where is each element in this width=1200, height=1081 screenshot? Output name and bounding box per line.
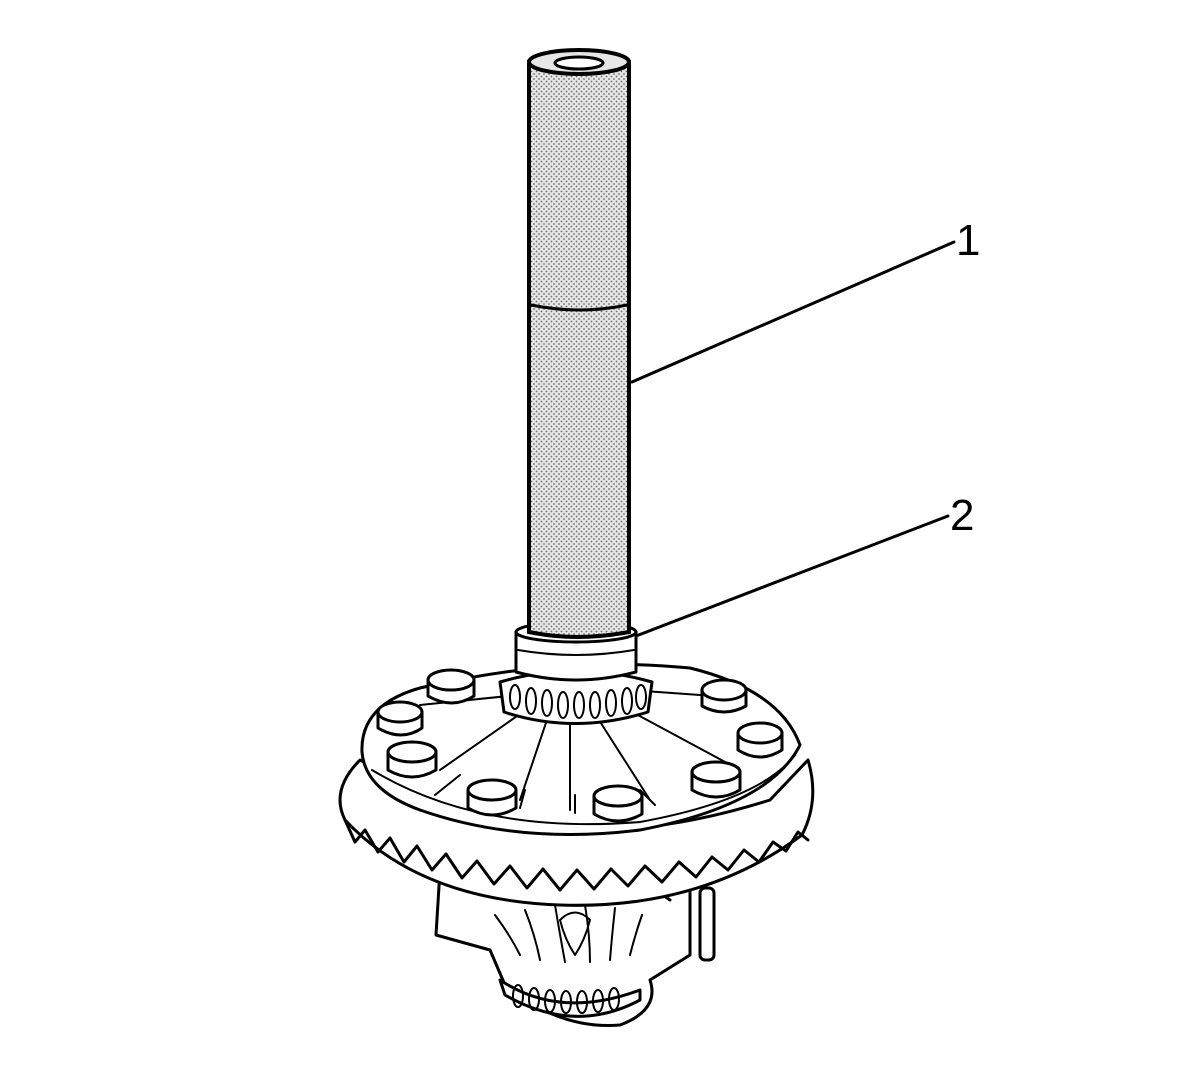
bolt — [690, 760, 742, 799]
lower-bearing-rollers — [512, 984, 620, 1014]
ring-gear-bolts — [376, 668, 784, 823]
cross-pin-end — [698, 886, 716, 962]
bolt — [426, 668, 476, 705]
bearing-installer-tool — [527, 48, 631, 639]
callout-2-label: 2 — [950, 491, 974, 540]
callout-2: 2 — [634, 491, 974, 638]
bolt — [466, 778, 518, 817]
bolt — [386, 740, 438, 779]
bolt — [700, 678, 748, 714]
callout-1: 1 — [630, 216, 980, 384]
bolt — [376, 700, 424, 737]
callout-1-label: 1 — [956, 216, 980, 265]
bolt — [592, 784, 644, 823]
bolt — [736, 721, 784, 759]
bearing-rollers — [509, 684, 647, 719]
